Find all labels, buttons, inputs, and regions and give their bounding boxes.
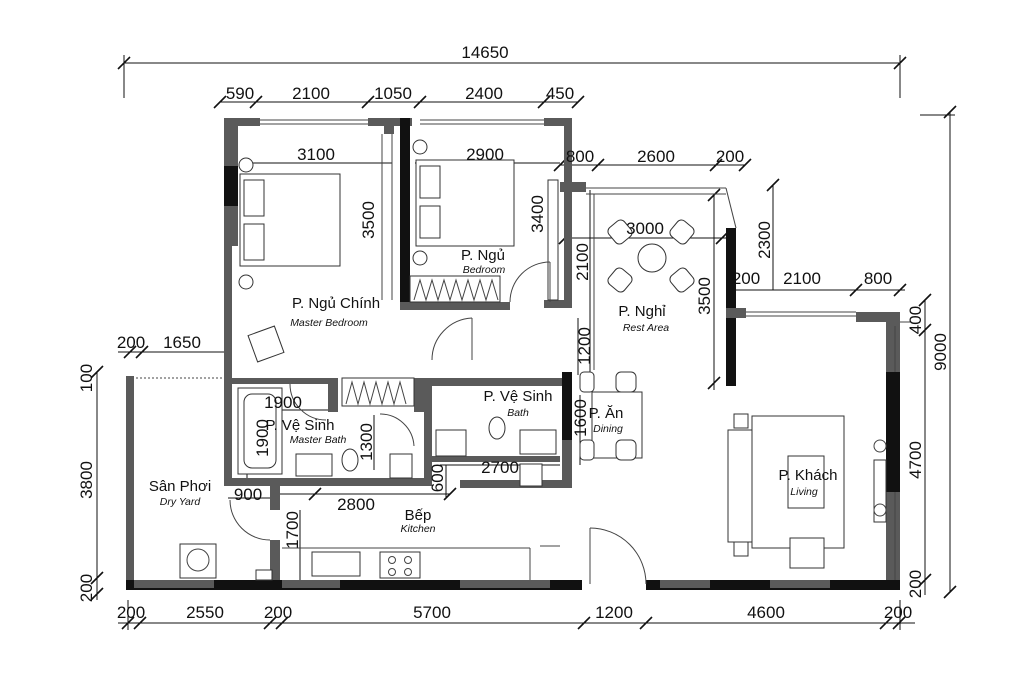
walls bbox=[126, 118, 900, 590]
dim-bed2-width: 2900 bbox=[466, 145, 504, 164]
dim-right-living: 4700 bbox=[906, 441, 925, 479]
dim-bottom-7: 200 bbox=[884, 603, 912, 622]
interior-lines bbox=[136, 119, 910, 585]
dim-bath-w: 1900 bbox=[264, 393, 302, 412]
room-living-name: P. Khách bbox=[779, 467, 838, 484]
dimension-labels: 14650 590 2100 1050 2400 450 3100 2900 3… bbox=[77, 43, 950, 622]
dim-right-h: 2300 bbox=[755, 221, 774, 259]
room-yard-name: Sân Phơi bbox=[149, 478, 211, 495]
dim-left-mid: 3800 bbox=[77, 461, 96, 499]
room-bath-sub: Bath bbox=[507, 407, 529, 419]
dim-top-5: 450 bbox=[546, 84, 574, 103]
room-master-sub: Master Bedroom bbox=[290, 317, 368, 329]
dim-top-total: 14650 bbox=[461, 43, 508, 62]
dim-left-bottom: 200 bbox=[77, 574, 96, 602]
dim-yard-top-1: 200 bbox=[117, 333, 145, 352]
room-living-sub: Living bbox=[790, 486, 818, 498]
dim-hall: 1200 bbox=[575, 327, 594, 365]
dim-bath2-w: 2700 bbox=[481, 458, 519, 477]
dim-right-bottom: 200 bbox=[906, 570, 925, 598]
room-kitchen-name: Bếp bbox=[405, 507, 432, 524]
room-master-name: P. Ngủ Chính bbox=[292, 295, 380, 312]
dim-right-small: 400 bbox=[906, 306, 925, 334]
room-rest-sub: Rest Area bbox=[623, 322, 669, 334]
room-rest-name: P. Nghỉ bbox=[618, 303, 666, 320]
dim-yard-top-2: 1650 bbox=[163, 333, 201, 352]
room-kitchen-sub: Kitchen bbox=[400, 523, 435, 535]
dim-rest-h1: 2100 bbox=[573, 243, 592, 281]
room-dining-sub: Dining bbox=[593, 423, 623, 435]
dim-yard-door: 900 bbox=[234, 485, 262, 504]
dim-master-width: 3100 bbox=[297, 145, 335, 164]
dim-dining-h: 1600 bbox=[571, 399, 590, 437]
room-master-bath-sub: Master Bath bbox=[290, 434, 347, 446]
dim-bath-h2: 1300 bbox=[357, 423, 376, 461]
dim-living-top-1: 200 bbox=[732, 269, 760, 288]
dim-top-2: 2100 bbox=[292, 84, 330, 103]
dim-bottom-4: 5700 bbox=[413, 603, 451, 622]
dim-top-4: 2400 bbox=[465, 84, 503, 103]
dim-rest-top-2: 2600 bbox=[637, 147, 675, 166]
dim-bottom-2: 2550 bbox=[186, 603, 224, 622]
room-bath-name: P. Vệ Sinh bbox=[484, 388, 553, 405]
dim-left-top: 100 bbox=[77, 364, 96, 392]
dim-right-total: 9000 bbox=[931, 333, 950, 371]
dim-bottom-5: 1200 bbox=[595, 603, 633, 622]
dim-rest-top-3: 200 bbox=[716, 147, 744, 166]
dim-bottom-1: 200 bbox=[117, 603, 145, 622]
dim-top-1: 590 bbox=[226, 84, 254, 103]
room-bedroom-sub: Bedroom bbox=[463, 264, 506, 276]
room-master-bath-name: P. Vệ Sinh bbox=[266, 417, 335, 434]
dim-rest-top-1: 800 bbox=[566, 147, 594, 166]
dim-top-3: 1050 bbox=[374, 84, 412, 103]
dim-master-depth: 3500 bbox=[359, 201, 378, 239]
dim-bed2-depth: 3400 bbox=[528, 195, 547, 233]
dim-living-top-3: 800 bbox=[864, 269, 892, 288]
room-labels: P. Ngủ Chính Master Bedroom P. Ngủ Bedro… bbox=[149, 247, 838, 535]
dim-kitchen-h: 1700 bbox=[283, 511, 302, 549]
dim-bottom-6: 4600 bbox=[747, 603, 785, 622]
dim-rest-h2: 3500 bbox=[695, 277, 714, 315]
dim-kitchen-w: 2800 bbox=[337, 495, 375, 514]
dim-bath-h: 1900 bbox=[253, 419, 272, 457]
dim-bath2-h: 600 bbox=[428, 464, 447, 492]
dim-bottom-3: 200 bbox=[264, 603, 292, 622]
room-yard-sub: Dry Yard bbox=[160, 496, 202, 508]
dim-rest-width: 3000 bbox=[626, 219, 664, 238]
dim-living-top-2: 2100 bbox=[783, 269, 821, 288]
room-dining-name: P. Ăn bbox=[589, 405, 624, 422]
room-bedroom-name: P. Ngủ bbox=[461, 247, 505, 264]
